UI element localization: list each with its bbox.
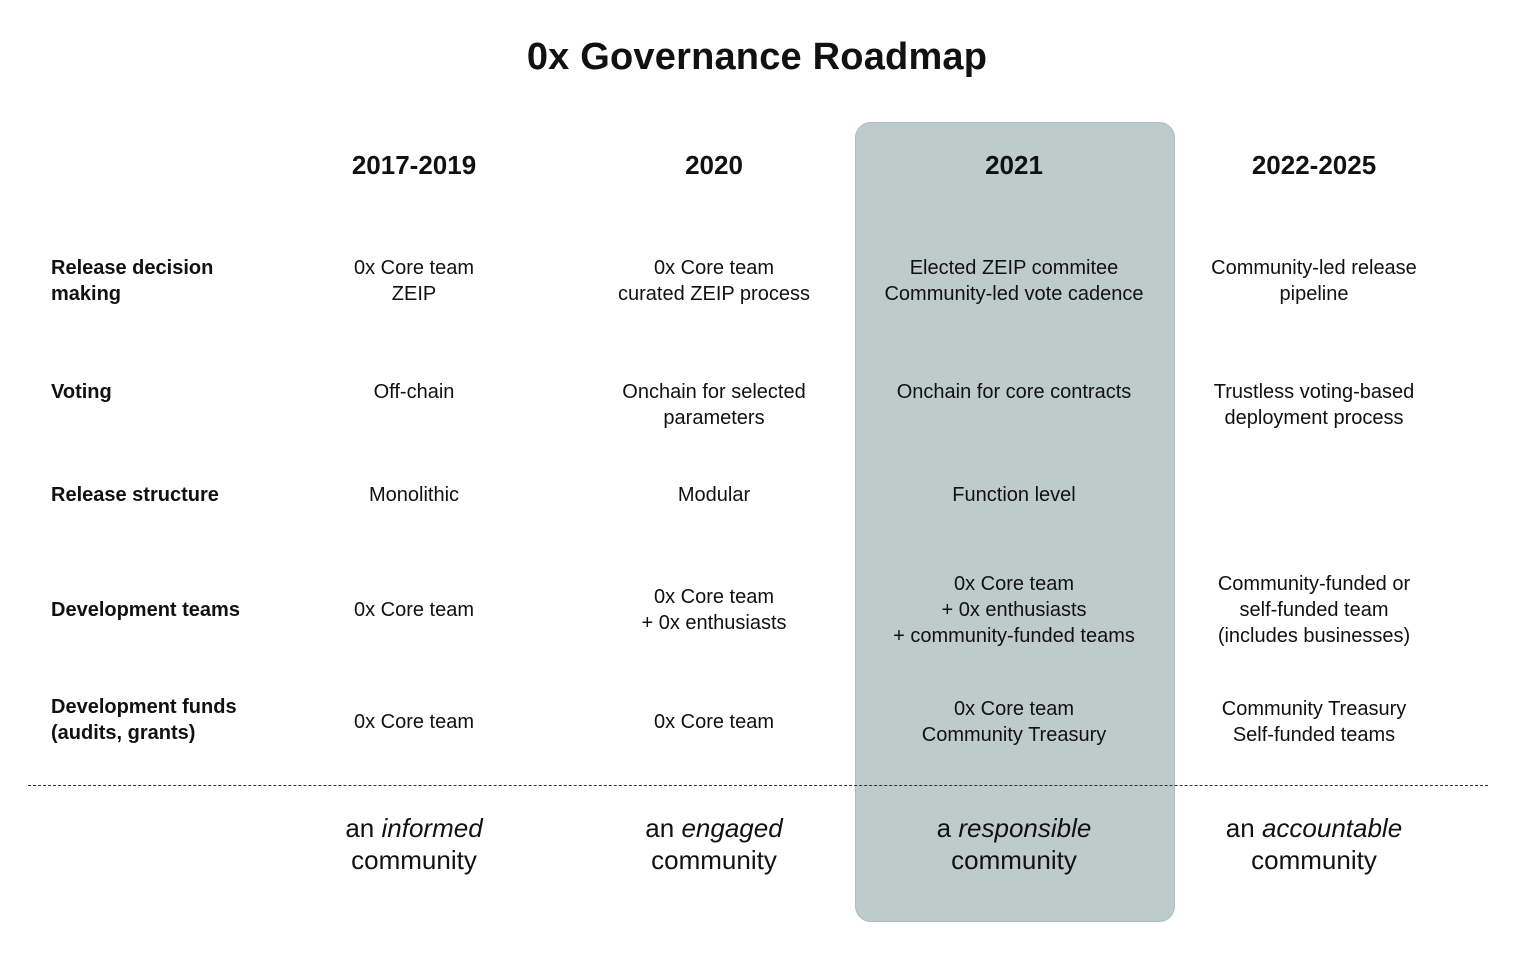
row-label-line: Voting xyxy=(51,381,112,403)
tagline-prefix: an xyxy=(1225,813,1255,843)
cell-line: Community-led vote cadence xyxy=(884,283,1144,305)
row-label-development-teams: Development teams xyxy=(51,597,281,623)
cell-release-structure-2017-2019: Monolithic xyxy=(264,455,564,535)
cell-line: Elected ZEIP commitee xyxy=(909,257,1119,279)
cell-line: Community Treasury xyxy=(921,724,1107,746)
cell-development-teams-2022-2025: Community-funded or self-funded team (in… xyxy=(1164,560,1464,660)
column-header-2021: 2021 xyxy=(985,150,1043,180)
tagline-suffix: community xyxy=(951,845,1077,875)
column-header-2017-2019: 2017-2019 xyxy=(351,150,477,180)
cell-line: self-funded team xyxy=(1239,599,1389,621)
cell-release-decision-2021: Elected ZEIP commitee Community-led vote… xyxy=(864,241,1164,321)
tagline-prefix: a xyxy=(936,813,952,843)
cell-line: 0x Core team xyxy=(353,711,475,733)
cell-line: Function level xyxy=(952,484,1076,506)
cell-line: (includes businesses) xyxy=(1217,625,1411,647)
cell-line: 0x Core team xyxy=(353,257,475,279)
row-label-line: making xyxy=(51,283,122,305)
cell-line: 0x Core team xyxy=(353,599,475,621)
row-label-development-funds: Development funds (audits, grants) xyxy=(51,694,281,746)
cell-line: ZEIP xyxy=(391,283,437,305)
tagline-prefix: an xyxy=(645,813,675,843)
cell-release-structure-2022-2025 xyxy=(1164,455,1464,535)
tagline-emphasis: engaged xyxy=(681,813,783,843)
cell-line: Trustless voting-based xyxy=(1213,381,1415,403)
cell-development-teams-2017-2019: 0x Core team xyxy=(264,560,564,660)
tagline-emphasis: accountable xyxy=(1261,813,1403,843)
tagline-emphasis: informed xyxy=(381,813,483,843)
cell-line: + community-funded teams xyxy=(893,625,1135,647)
cell-line: parameters xyxy=(663,407,765,429)
column-header-2022-2025: 2022-2025 xyxy=(1251,150,1377,180)
cell-line: 0x Core team xyxy=(953,698,1075,720)
cell-development-teams-2021: 0x Core team + 0x enthusiasts + communit… xyxy=(864,560,1164,660)
cell-line: Off-chain xyxy=(373,381,455,403)
cell-line: 0x Core team xyxy=(653,586,775,608)
highlighted-column-2021 xyxy=(855,122,1175,922)
row-label-release-structure: Release structure xyxy=(51,482,281,508)
cell-voting-2022-2025: Trustless voting-based deployment proces… xyxy=(1164,365,1464,445)
cell-line: Community-funded or xyxy=(1217,573,1411,595)
row-label-line: (audits, grants) xyxy=(51,722,196,744)
tagline-2021: a responsible community xyxy=(864,812,1164,876)
tagline-2020: an engaged community xyxy=(564,812,864,876)
cell-line: Self-funded teams xyxy=(1232,724,1396,746)
cell-line: curated ZEIP process xyxy=(618,283,810,305)
cell-line: Onchain for selected xyxy=(622,381,806,403)
cell-voting-2017-2019: Off-chain xyxy=(264,352,564,432)
cell-development-funds-2020: 0x Core team xyxy=(564,682,864,762)
cell-line: deployment process xyxy=(1224,407,1404,429)
cell-line: 0x Core team xyxy=(953,573,1075,595)
cell-release-decision-2017-2019: 0x Core team ZEIP xyxy=(264,241,564,321)
tagline-suffix: community xyxy=(1251,845,1377,875)
tagline-prefix: an xyxy=(345,813,375,843)
cell-line: 0x Core team xyxy=(653,257,775,279)
cell-release-decision-2020: 0x Core team curated ZEIP process xyxy=(564,241,864,321)
row-label-line: Release structure xyxy=(51,484,219,506)
cell-line: Modular xyxy=(677,484,751,506)
cell-line: + 0x enthusiasts xyxy=(641,612,787,634)
cell-development-funds-2021: 0x Core team Community Treasury xyxy=(864,682,1164,762)
tagline-suffix: community xyxy=(351,845,477,875)
cell-line: + 0x enthusiasts xyxy=(941,599,1087,621)
cell-development-teams-2020: 0x Core team + 0x enthusiasts xyxy=(564,560,864,660)
tagline-emphasis: responsible xyxy=(958,813,1092,843)
cell-development-funds-2022-2025: Community Treasury Self-funded teams xyxy=(1164,682,1464,762)
cell-line: Onchain for core contracts xyxy=(896,381,1132,403)
tagline-2017-2019: an informed community xyxy=(264,812,564,876)
cell-voting-2020: Onchain for selected parameters xyxy=(564,365,864,445)
cell-voting-2021: Onchain for core contracts xyxy=(864,352,1164,432)
cell-line: 0x Core team xyxy=(653,711,775,733)
column-header-2020: 2020 xyxy=(685,150,743,180)
dashed-divider xyxy=(28,785,1488,786)
tagline-2022-2025: an accountable community xyxy=(1164,812,1464,876)
row-label-line: Development funds xyxy=(51,696,237,718)
cell-line: Monolithic xyxy=(368,484,460,506)
row-label-release-decision-making: Release decision making xyxy=(51,255,281,307)
row-label-line: Release decision xyxy=(51,257,214,279)
cell-line: Community Treasury xyxy=(1221,698,1407,720)
row-label-line: Development teams xyxy=(51,599,240,621)
cell-release-structure-2020: Modular xyxy=(564,455,864,535)
tagline-suffix: community xyxy=(651,845,777,875)
cell-line: pipeline xyxy=(1279,283,1349,305)
cell-line: Community-led release xyxy=(1211,257,1417,279)
cell-development-funds-2017-2019: 0x Core team xyxy=(264,682,564,762)
page-title: 0x Governance Roadmap xyxy=(526,36,988,78)
cell-release-structure-2021: Function level xyxy=(864,455,1164,535)
cell-release-decision-2022-2025: Community-led release pipeline xyxy=(1164,241,1464,321)
row-label-voting: Voting xyxy=(51,379,281,405)
